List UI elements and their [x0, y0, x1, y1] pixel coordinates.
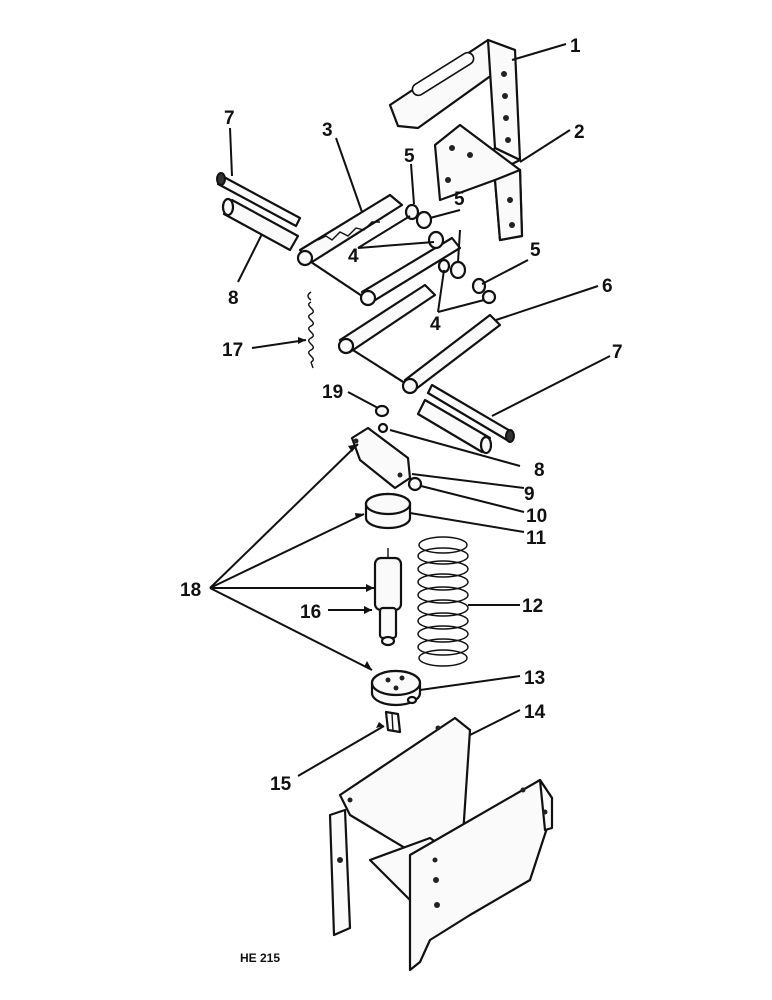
callout-3: 3 [322, 120, 333, 141]
part-4-bushings [404, 203, 497, 305]
callout-1: 1 [570, 36, 581, 57]
callout-8b: 8 [534, 460, 545, 481]
part-13-spring-base [370, 669, 422, 707]
callouts: 1 2 3 4 4 5 5 5 6 7 7 8 8 9 10 11 12 13 … [180, 36, 623, 795]
callout-9: 9 [524, 484, 535, 505]
part-2-angle-bracket [433, 123, 524, 242]
part-19-washer [374, 404, 390, 418]
part-8-sleeve-lower [416, 398, 493, 455]
callout-8a: 8 [228, 288, 239, 309]
part-5-nuts [415, 210, 487, 295]
figure-code: HE 215 [240, 951, 280, 965]
part-1-slotted-bracket [388, 38, 522, 167]
callout-16: 16 [300, 602, 321, 623]
part-14-mounting-frame [328, 716, 554, 972]
callout-17: 17 [222, 340, 243, 361]
part-16-shock-absorber [373, 548, 403, 647]
callout-14: 14 [524, 702, 546, 723]
callout-6: 6 [602, 276, 613, 297]
part-12-coil-spring [417, 536, 469, 667]
callout-4a: 4 [348, 246, 359, 267]
callout-10: 10 [526, 506, 547, 527]
callout-11: 11 [526, 528, 547, 549]
part-11-spring-seat [364, 492, 412, 530]
part-9-nut [377, 422, 389, 434]
part-10-stud [407, 476, 423, 492]
callout-19: 19 [322, 382, 343, 403]
callout-5b: 5 [454, 189, 465, 210]
callout-12: 12 [522, 596, 543, 617]
leader-lines [209, 43, 611, 777]
part-15-clip [384, 710, 402, 734]
callout-18: 18 [180, 580, 201, 601]
part-7-pin-upper [216, 172, 302, 228]
callout-7b: 7 [612, 342, 623, 363]
callout-7a: 7 [224, 108, 235, 129]
part-8-sleeve-upper [221, 197, 300, 252]
part-3-upper-link [296, 193, 462, 307]
callout-4b: 4 [430, 314, 441, 335]
callout-15: 15 [270, 774, 292, 795]
callout-2: 2 [574, 122, 585, 143]
part-6-lower-link [337, 283, 502, 395]
callout-5c: 5 [530, 240, 541, 261]
callout-5a: 5 [404, 146, 415, 167]
part-7-pin-lower [426, 383, 515, 443]
part-9-mount-bracket [350, 426, 412, 490]
part-17-small-spring [307, 291, 314, 369]
callout-13: 13 [524, 668, 545, 689]
